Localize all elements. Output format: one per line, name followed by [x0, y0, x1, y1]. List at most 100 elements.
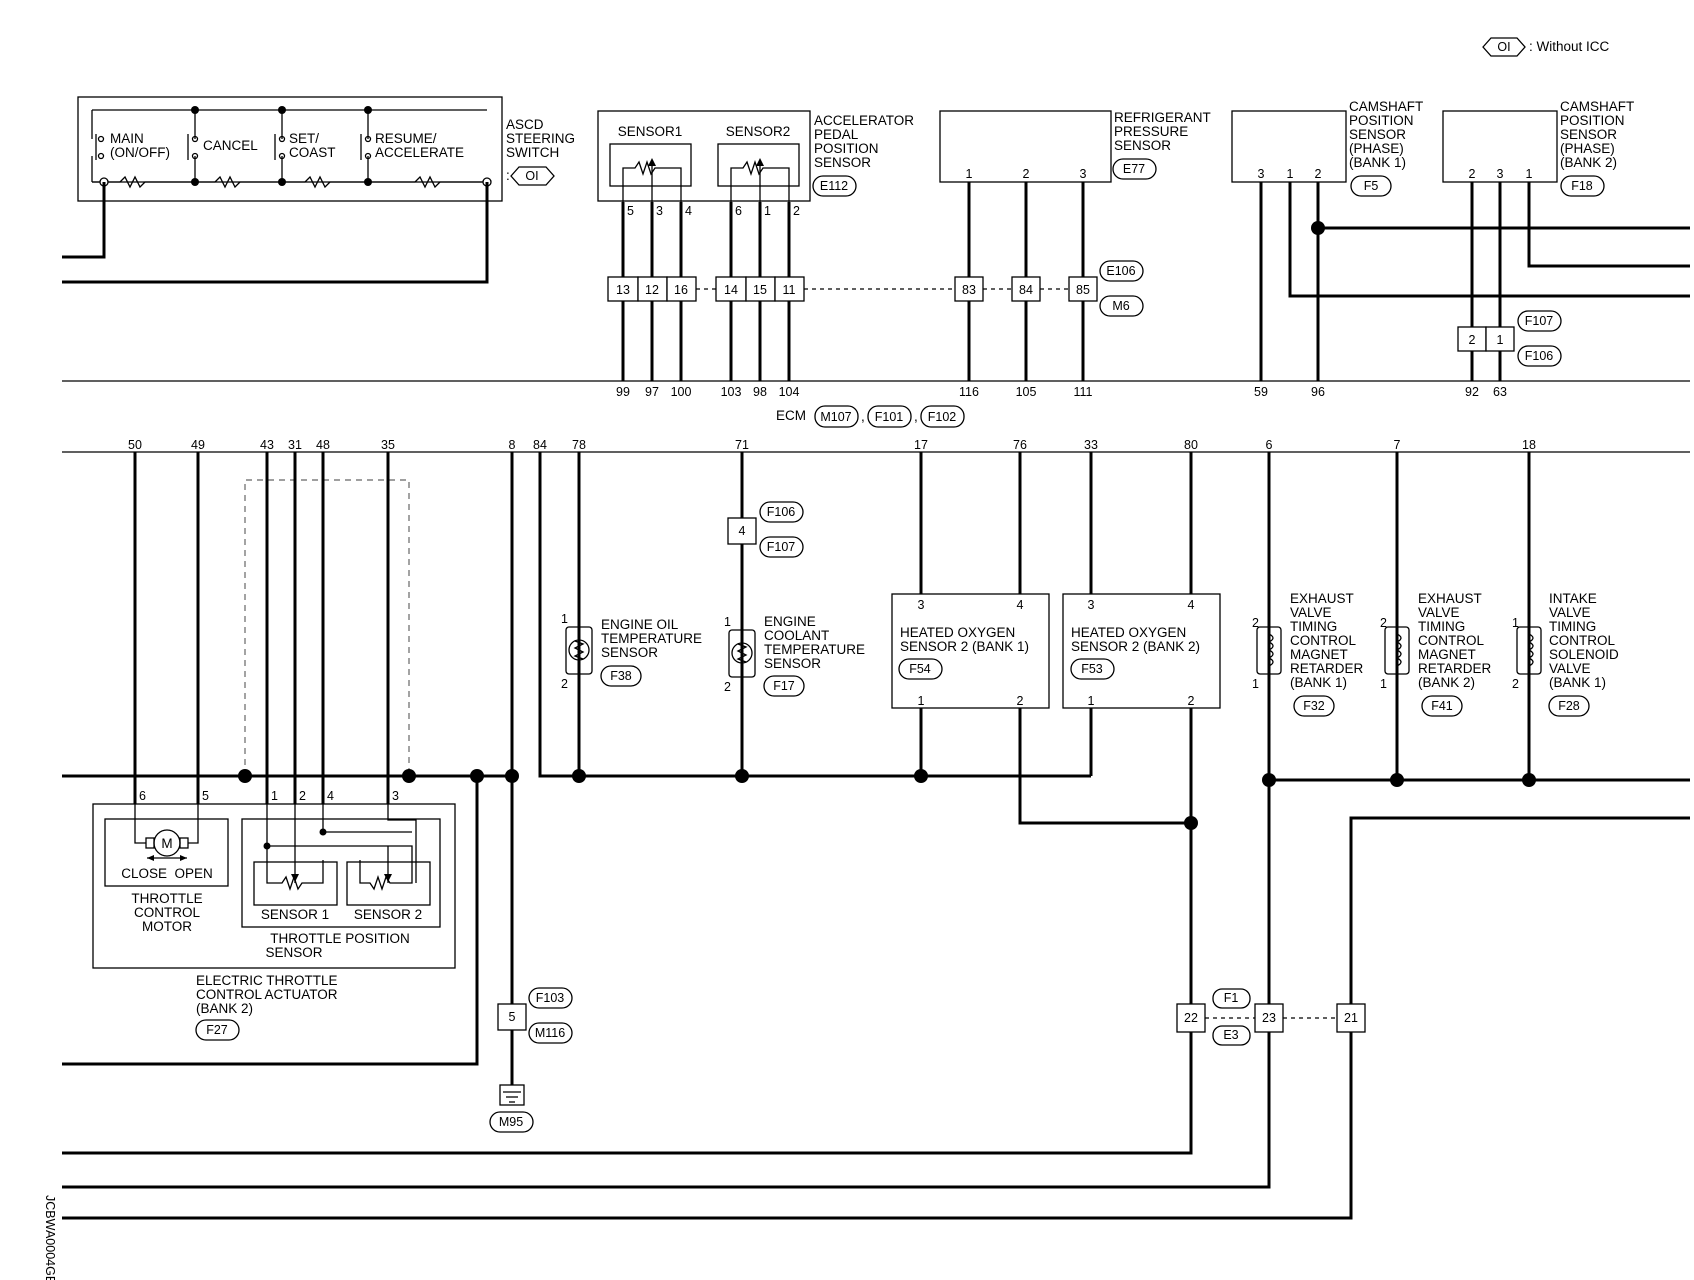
etc-motor-name: CONTROL — [134, 905, 200, 920]
apps-pin: 6 — [735, 204, 742, 218]
camshaft-sensor-bank1: 3 1 2 CAMSHAFT POSITION SENSOR (PHASE) (… — [1231, 99, 1690, 381]
cmp2-junction-connector: F107 — [1525, 314, 1554, 328]
ho2s1-connector: F54 — [909, 662, 931, 676]
harness-connectors: 22 23 21 F1 E3 — [62, 988, 1366, 1220]
etc-pin: 2 — [299, 789, 306, 803]
legend: OI : Without ICC — [1482, 37, 1610, 57]
heated-oxygen-sensor-bank2: 3 4 1 2 HEATED OXYGEN SENSOR 2 (BANK 2) … — [1062, 452, 1221, 1004]
eot-pin: 2 — [561, 677, 568, 691]
evt2-connector: F41 — [1431, 699, 1453, 713]
ecm-terminal: 116 — [959, 385, 979, 399]
ascd-name: STEERING — [506, 131, 575, 146]
ect-name: COOLANT — [764, 628, 829, 643]
ascd-switch-cancel-label: CANCEL — [203, 138, 258, 153]
ecm-terminal: 48 — [316, 438, 330, 452]
etc-pin: 6 — [139, 789, 146, 803]
ground-connector: M95 — [499, 1115, 523, 1129]
ivt-connector: F28 — [1558, 699, 1580, 713]
legend-option-text: : Without ICC — [1529, 39, 1610, 54]
evt2-pin: 1 — [1380, 677, 1387, 691]
refrig-name: SENSOR — [1114, 138, 1171, 153]
etc-motor-box — [104, 818, 229, 887]
apps-pin: 4 — [685, 204, 692, 218]
ecm-terminal: 7 — [1394, 438, 1401, 452]
ivt-name: INTAKE — [1549, 591, 1597, 606]
ect-junction-connector: F106 — [767, 505, 796, 519]
ascd-switch-set-label: SET/ — [289, 131, 319, 146]
ecm-terminal: 99 — [616, 385, 630, 399]
cmp2-name: POSITION — [1560, 113, 1625, 128]
ho2s2-box — [1062, 593, 1221, 709]
evt2-name: TIMING — [1418, 619, 1465, 634]
engine-oil-temperature-sensor: 1 2 ENGINE OIL TEMPERATURE SENSOR F38 — [561, 452, 702, 783]
ecm-connector-2: F101 — [875, 410, 904, 424]
ho2s1-name: SENSOR 2 (BANK 1) — [900, 639, 1029, 654]
refrig-name: PRESSURE — [1114, 124, 1188, 139]
etc-pin: 3 — [392, 789, 399, 803]
ascd-name: ASCD — [506, 117, 544, 132]
intake-valve-timing-solenoid-bank1: 1 2 INTAKE VALVE TIMING CONTROL SOLENOID… — [1512, 452, 1619, 787]
ho2s1-pin: 1 — [918, 694, 925, 708]
ho2s1-pin: 4 — [1017, 598, 1024, 612]
ecm-connector-1: M107 — [820, 410, 851, 424]
etc-motor-symbol: M — [161, 836, 172, 851]
cmp2-name: (BANK 2) — [1560, 155, 1617, 170]
ho2s2-pin: 1 — [1088, 694, 1095, 708]
cmp1-name: (PHASE) — [1349, 141, 1404, 156]
refrig-junction-pin: 84 — [1019, 283, 1033, 297]
evt1-connector: F32 — [1303, 699, 1325, 713]
ascd-option-code: OI — [525, 169, 538, 183]
apps-name: POSITION — [814, 141, 879, 156]
refrig-pin: 3 — [1080, 167, 1087, 181]
ect-name: TEMPERATURE — [764, 642, 865, 657]
etc-name: ELECTRIC THROTTLE — [196, 973, 338, 988]
refrig-pin: 2 — [1023, 167, 1030, 181]
evt2-name: EXHAUST — [1418, 591, 1482, 606]
cmp2-pin: 1 — [1526, 167, 1533, 181]
legend-option-badge — [1482, 37, 1526, 57]
ecm-terminal: 49 — [191, 438, 205, 452]
ivt-name: CONTROL — [1549, 633, 1615, 648]
apps-pin: 1 — [764, 204, 771, 218]
evt1-name: CONTROL — [1290, 633, 1356, 648]
ivt-name: (BANK 1) — [1549, 675, 1606, 690]
ascd-steering-switch: MAIN (ON/OFF) CANCEL SET/ COAST RESUME/ … — [62, 96, 575, 284]
cmp2-connector: F18 — [1571, 179, 1593, 193]
cmp1-name: CAMSHAFT — [1349, 99, 1423, 114]
evt1-pin: 1 — [1252, 677, 1259, 691]
ecm-bottom-terminals: 50 49 43 31 48 35 8 84 78 71 17 76 33 80… — [128, 438, 1536, 452]
ecm-terminal: 18 — [1522, 438, 1536, 452]
ecm-terminal: 78 — [572, 438, 586, 452]
evt1-pin: 2 — [1252, 616, 1259, 630]
ecm-terminal: 63 — [1493, 385, 1507, 399]
etc-name: (BANK 2) — [196, 1001, 253, 1016]
eot-name: ENGINE OIL — [601, 617, 679, 632]
etc-tps-box — [241, 818, 441, 928]
ivt-name: VALVE — [1549, 605, 1591, 620]
apps-pin: 3 — [656, 204, 663, 218]
evt1-name: TIMING — [1290, 619, 1337, 634]
ecm-terminal: 43 — [260, 438, 274, 452]
etc-motor-name: THROTTLE — [131, 891, 202, 906]
harness-pin: 23 — [1262, 1011, 1276, 1025]
ecm-terminal: 98 — [753, 385, 767, 399]
ecm-terminal: 80 — [1184, 438, 1198, 452]
apps-sensor1-label: SENSOR1 — [618, 124, 683, 139]
cmp2-junction-pin: 2 — [1469, 333, 1476, 347]
evt2-name: RETARDER — [1418, 661, 1492, 676]
ecm-terminal: 96 — [1311, 385, 1325, 399]
etc-name: CONTROL ACTUATOR — [196, 987, 338, 1002]
etc-motor-dirs: CLOSE OPEN — [121, 866, 213, 881]
cmp1-pin: 2 — [1315, 167, 1322, 181]
ivt-name: VALVE — [1549, 661, 1591, 676]
ho2s1-pin: 2 — [1017, 694, 1024, 708]
heated-oxygen-sensor-bank1: 3 4 1 2 HEATED OXYGEN SENSOR 2 (BANK 1) … — [891, 452, 1191, 825]
refrigerant-pressure-sensor: 1 2 3 REFRIGERANT PRESSURE SENSOR E77 83… — [939, 110, 1211, 381]
exhaust-valve-timing-magnet-bank1: 2 1 EXHAUST VALVE TIMING CONTROL MAGNET … — [1252, 452, 1364, 1004]
apps-component: SENSOR1 SENSOR2 5 3 4 6 1 2 ACCELERATOR … — [597, 110, 954, 381]
ecm-terminal: 33 — [1084, 438, 1098, 452]
etc-pin: 5 — [202, 789, 209, 803]
legend-option-code: OI — [1497, 40, 1510, 54]
ect-pin: 1 — [724, 615, 731, 629]
